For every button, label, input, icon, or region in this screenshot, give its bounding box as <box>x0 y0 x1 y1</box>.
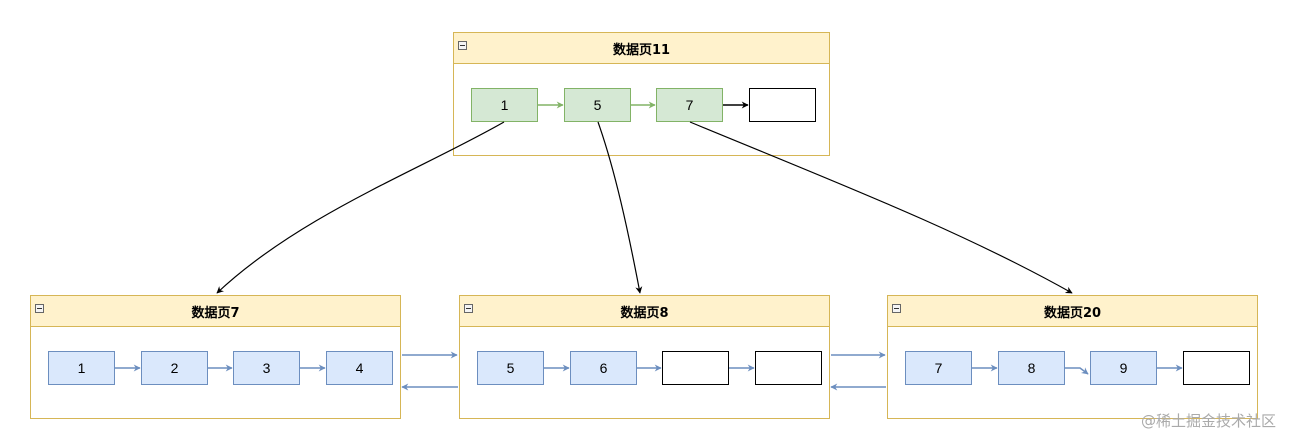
data-page-20-header: 数据页20 <box>888 296 1257 327</box>
data-page-11-title: 数据页11 <box>612 42 671 58</box>
page-7-cell-4[interactable]: 4 <box>326 351 393 385</box>
data-page-20-title: 数据页20 <box>1043 305 1102 321</box>
data-page-20[interactable]: 数据页20 <box>887 295 1258 419</box>
page-8-cell-4[interactable] <box>755 351 822 385</box>
page-8-cell-3[interactable] <box>662 351 729 385</box>
pointer-to-page-8 <box>597 121 643 294</box>
page-20-cell-1[interactable]: 7 <box>905 351 972 385</box>
page-8-cell-2[interactable]: 6 <box>570 351 637 385</box>
data-page-7-header: 数据页7 <box>31 296 400 327</box>
page-20-cell-2[interactable]: 8 <box>998 351 1065 385</box>
pointer-to-page-20 <box>689 121 1073 294</box>
page-20-cell-3[interactable]: 9 <box>1090 351 1157 385</box>
page-11-cell-2[interactable]: 5 <box>564 88 631 122</box>
page-11-cell-1[interactable]: 1 <box>471 88 538 122</box>
collapse-icon[interactable] <box>892 304 901 313</box>
page-7-cell-2[interactable]: 2 <box>141 351 208 385</box>
pointer-to-page-7 <box>216 121 505 294</box>
data-page-8-title: 数据页8 <box>620 305 669 321</box>
page-11-cell-4[interactable] <box>749 88 816 122</box>
page-7-cell-3[interactable]: 3 <box>233 351 300 385</box>
page-7-cell-1[interactable]: 1 <box>48 351 115 385</box>
watermark: @稀土掘金技术社区 <box>1140 412 1276 430</box>
page-20-cell-4[interactable] <box>1183 351 1250 385</box>
page-8-cell-1[interactable]: 5 <box>477 351 544 385</box>
link-20-2-3 <box>1065 367 1089 375</box>
data-page-8-header: 数据页8 <box>460 296 829 327</box>
collapse-icon[interactable] <box>464 304 473 313</box>
collapse-icon[interactable] <box>35 304 44 313</box>
collapse-icon[interactable] <box>458 41 467 50</box>
data-page-11-header: 数据页11 <box>454 33 829 64</box>
data-page-7-title: 数据页7 <box>191 305 240 321</box>
page-11-cell-3[interactable]: 7 <box>656 88 723 122</box>
